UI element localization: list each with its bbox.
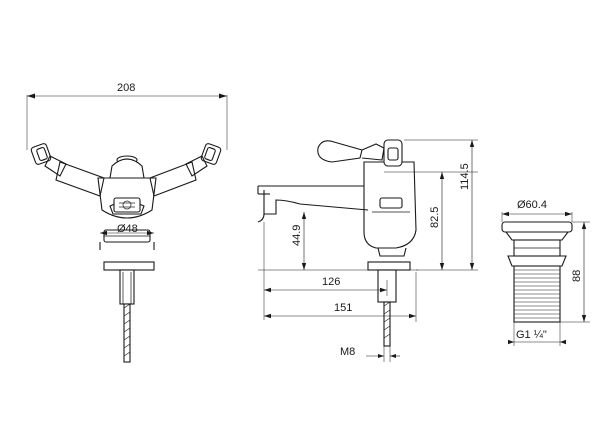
dim-front-diameter: Ø48: [117, 223, 138, 235]
front-base: [103, 261, 155, 363]
dim-88: 88: [571, 270, 583, 282]
right-handle: [149, 143, 222, 197]
dim-114-5: 114.5: [459, 163, 471, 190]
front-body: [97, 155, 157, 250]
waste-view: Ø60.4 88: [501, 199, 590, 346]
dim-44-9: 44.9: [291, 225, 303, 246]
side-body: [363, 161, 417, 257]
dim-waste-diameter: Ø60.4: [517, 199, 547, 211]
dim-82-5: 82.5: [429, 207, 441, 228]
dim-waste-thread: G1 ¼": [516, 329, 547, 341]
dim-m8: M8: [340, 346, 355, 358]
side-view: 44.9 82.5 114.5 126 151 M8: [257, 139, 478, 362]
dim-151: 151: [334, 302, 352, 314]
dim-208: 208: [117, 82, 135, 94]
front-view: 208: [26, 82, 228, 363]
side-base: [367, 261, 411, 347]
dim-126: 126: [322, 276, 340, 288]
lever: [317, 139, 403, 167]
spout: [257, 185, 369, 223]
left-handle: [30, 143, 105, 197]
waste-thread: [514, 269, 560, 319]
